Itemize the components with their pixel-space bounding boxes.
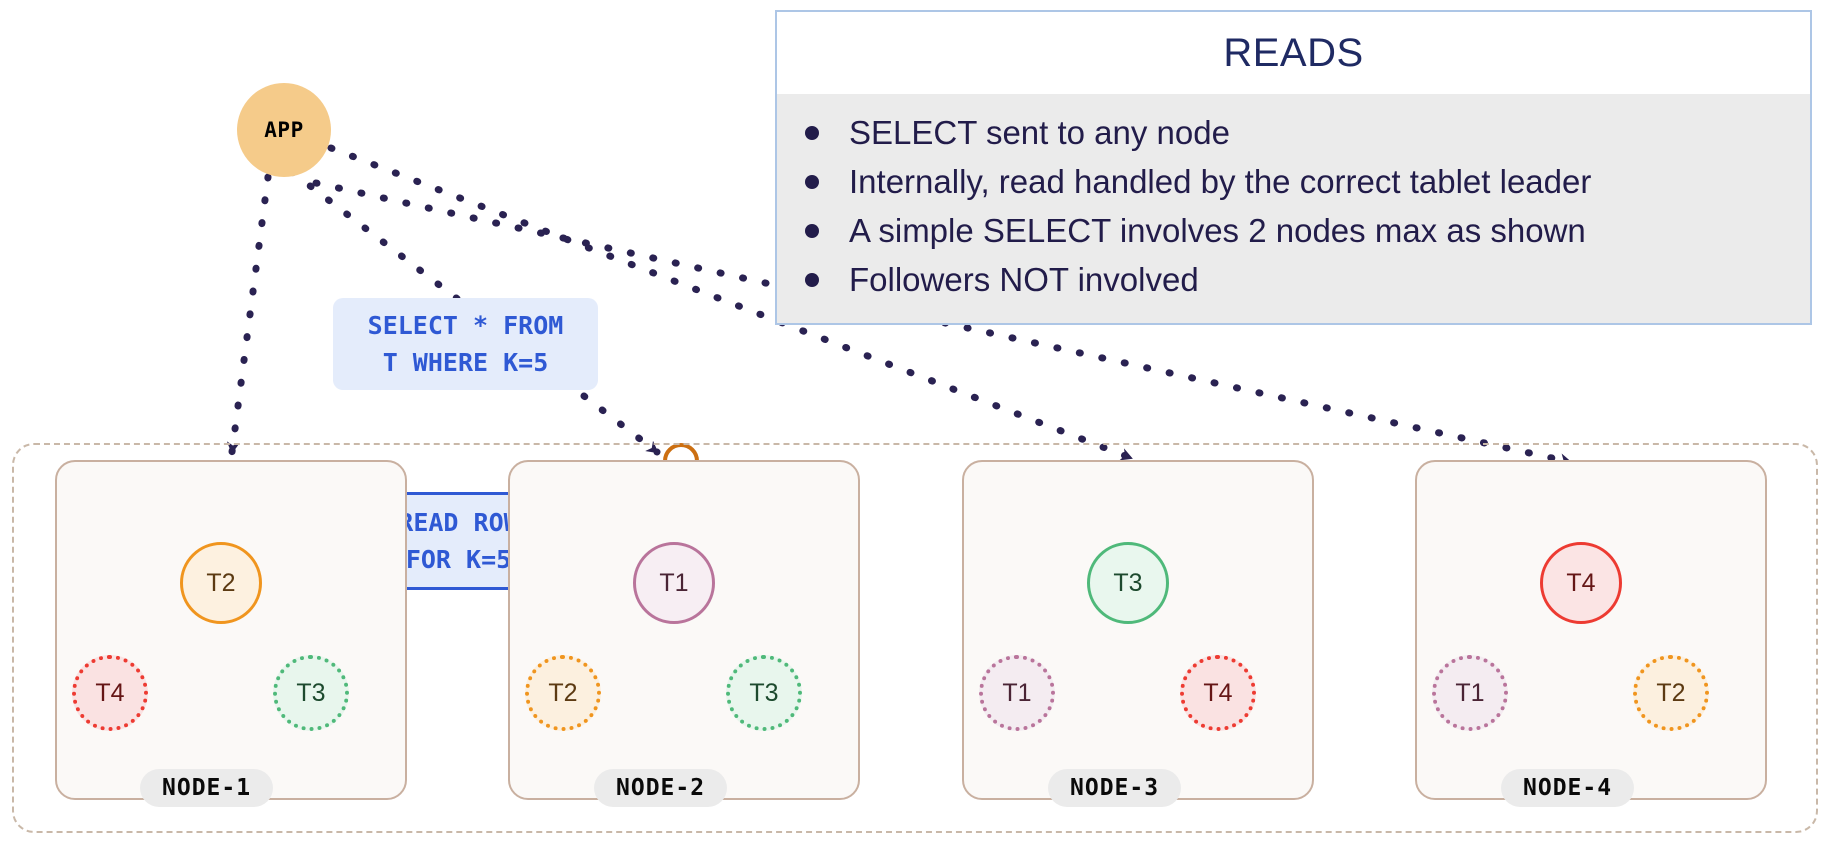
tablet-leader-node1[interactable]: T2 — [180, 542, 262, 624]
list-item: Followers NOT involved — [777, 255, 1810, 304]
node-box-node-2[interactable]: T1 T2 T3 — [508, 460, 860, 800]
tablet-label: T4 — [1566, 568, 1596, 597]
node-label-node-1: NODE-1 — [140, 769, 274, 807]
list-item: A simple SELECT involves 2 nodes max as … — [777, 206, 1810, 255]
tablet-label: T2 — [1656, 678, 1686, 707]
tablet-follower-node3-a[interactable]: T1 — [979, 655, 1055, 731]
reads-bullet-text: SELECT sent to any node — [849, 114, 1230, 151]
reads-bullet-text: A simple SELECT involves 2 nodes max as … — [849, 212, 1586, 249]
wire-app-to-node1 — [226, 173, 272, 456]
bullet-icon — [805, 175, 819, 189]
bullet-icon — [805, 273, 819, 287]
tablet-label: T1 — [1455, 678, 1485, 707]
tablet-label: T1 — [659, 568, 689, 597]
tablet-follower-node4-a[interactable]: T1 — [1432, 655, 1508, 731]
tablet-label: T4 — [1203, 678, 1233, 707]
reads-info-panel: READS SELECT sent to any node Internally… — [775, 10, 1812, 325]
tablet-label: T3 — [749, 678, 779, 707]
reads-bullet-text: Followers NOT involved — [849, 261, 1199, 298]
node-label-node-3: NODE-3 — [1048, 769, 1182, 807]
tablet-leader-node4[interactable]: T4 — [1540, 542, 1622, 624]
tablet-label: T4 — [95, 678, 125, 707]
tablet-follower-node2-a[interactable]: T2 — [525, 655, 601, 731]
bullet-icon — [805, 126, 819, 140]
tablet-label: T1 — [1002, 678, 1032, 707]
reads-panel-title: READS — [1223, 31, 1364, 75]
node-box-node-3[interactable]: T3 T1 T4 — [962, 460, 1314, 800]
tablet-label: T3 — [296, 678, 326, 707]
node-box-node-4[interactable]: T4 T1 T2 — [1415, 460, 1767, 800]
tablet-follower-node3-b[interactable]: T4 — [1180, 655, 1256, 731]
node-label-node-2: NODE-2 — [594, 769, 728, 807]
tablet-label: T3 — [1113, 568, 1143, 597]
list-item: SELECT sent to any node — [777, 108, 1810, 157]
cluster-boundary — [12, 443, 1818, 833]
tablet-follower-node4-b[interactable]: T2 — [1633, 655, 1709, 731]
reads-bullet-text: Internally, read handled by the correct … — [849, 163, 1592, 200]
bullet-icon — [805, 224, 819, 238]
tablet-leader-node3[interactable]: T3 — [1087, 542, 1169, 624]
tablet-label: T2 — [548, 678, 578, 707]
node-label-node-4: NODE-4 — [1501, 769, 1635, 807]
tablet-follower-node1-a[interactable]: T4 — [72, 655, 148, 731]
tablet-follower-node2-b[interactable]: T3 — [726, 655, 802, 731]
app-node[interactable]: APP — [237, 83, 331, 177]
reads-panel-body: SELECT sent to any node Internally, read… — [777, 94, 1810, 323]
app-node-label: APP — [264, 118, 304, 142]
tablet-follower-node1-b[interactable]: T3 — [273, 655, 349, 731]
node-box-node-1[interactable]: T2 T4 T3 — [55, 460, 407, 800]
tablet-label: T2 — [206, 568, 236, 597]
list-item: Internally, read handled by the correct … — [777, 157, 1810, 206]
tablet-leader-node2[interactable]: T1 — [633, 542, 715, 624]
reads-bullet-list: SELECT sent to any node Internally, read… — [777, 108, 1810, 304]
select-query-callout: SELECT * FROM T WHERE K=5 — [333, 298, 598, 390]
